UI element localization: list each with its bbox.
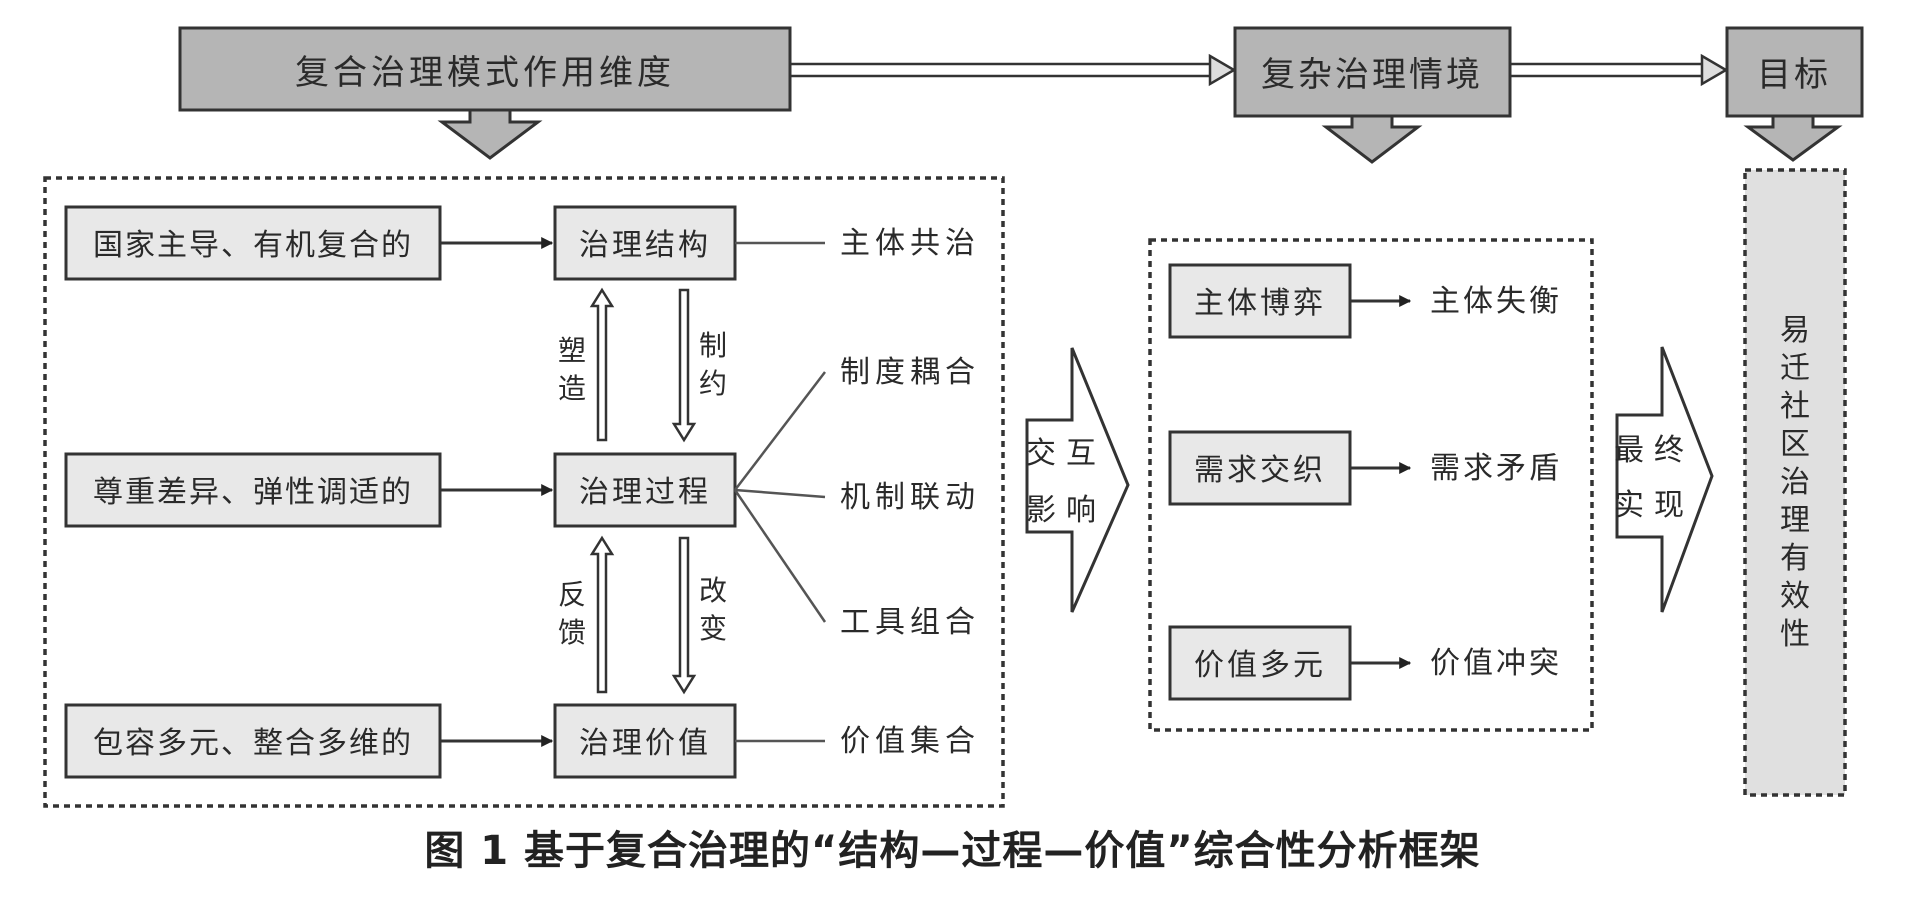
header-arrow-2 xyxy=(1510,53,1729,87)
goal-char: 社 xyxy=(1780,389,1810,424)
up-arrow-shape xyxy=(589,287,615,442)
situation-box-value-plural-label: 价值多元 xyxy=(1194,648,1326,683)
situation-box-subject-game-label: 主体博弈 xyxy=(1194,286,1326,321)
situation-box-subject-game: 主体博弈 xyxy=(1168,263,1352,339)
dimension-header-label: 复合治理模式作用维度 xyxy=(295,53,675,93)
situation-header-label: 复杂治理情境 xyxy=(1261,55,1483,95)
interaction-char-2: 影响 xyxy=(1026,493,1106,528)
goal-char: 易 xyxy=(1780,313,1810,348)
goal-header-label: 目标 xyxy=(1757,55,1831,95)
situation-header: 复杂治理情境 xyxy=(1233,26,1512,118)
final-char-1: 最终 xyxy=(1614,433,1694,468)
down-arrow-restrict xyxy=(671,288,697,443)
down-arrow-goal xyxy=(1743,114,1843,162)
input-value-label: 包容多元、整合多维的 xyxy=(93,726,413,761)
result-demand-contradiction: 需求矛盾 xyxy=(1430,451,1562,486)
down-arrow-situation xyxy=(1321,114,1423,164)
label-restrict-2: 约 xyxy=(699,367,727,400)
core-process-label: 治理过程 xyxy=(579,475,711,510)
interaction-arrow: 交互 影响 xyxy=(1025,347,1130,613)
goal-char: 效 xyxy=(1780,579,1810,614)
down-arrow-change xyxy=(671,536,697,695)
out-institution-coupling: 制度耦合 xyxy=(840,355,980,390)
core-box-process: 治理过程 xyxy=(553,452,737,528)
dimension-dashed-frame xyxy=(43,176,1005,808)
goal-char: 治 xyxy=(1780,465,1810,500)
core-structure-label: 治理结构 xyxy=(579,228,711,263)
label-feedback-1: 反 xyxy=(558,578,586,611)
out-subject-co-governance: 主体共治 xyxy=(840,226,980,261)
goal-header: 目标 xyxy=(1725,26,1864,118)
down-arrow-dimension xyxy=(437,108,543,160)
situation-box-demand-interweave-label: 需求交织 xyxy=(1194,453,1326,488)
input-box-process: 尊重差异、弹性调适的 xyxy=(64,452,442,528)
goal-vertical-text: 易 迁 社 区 治 理 有 效 性 xyxy=(1780,313,1810,652)
goal-char: 区 xyxy=(1780,427,1810,462)
core-value-label: 治理价值 xyxy=(579,726,711,761)
out-tool-combination: 工具组合 xyxy=(840,605,980,640)
final-arrow: 最终 实现 xyxy=(1614,346,1714,613)
line-process-out-2 xyxy=(734,488,826,499)
label-restrict-1: 制 xyxy=(699,329,727,362)
up-arrow-feedback xyxy=(589,535,615,694)
line-process-out-1 xyxy=(734,371,826,491)
situation-box-demand-interweave: 需求交织 xyxy=(1168,430,1352,506)
final-char-2: 实现 xyxy=(1614,488,1694,523)
situation-dashed-frame xyxy=(1148,238,1594,732)
goal-char: 理 xyxy=(1780,503,1810,538)
result-value-conflict: 价值冲突 xyxy=(1430,646,1562,681)
label-change-1: 改 xyxy=(699,574,727,607)
interaction-char-1: 交互 xyxy=(1026,436,1106,471)
header-arrow-1 xyxy=(790,53,1237,87)
core-box-value: 治理价值 xyxy=(553,703,737,779)
line-process-out-3 xyxy=(733,489,827,623)
label-shape-1: 塑 xyxy=(558,334,586,367)
input-structure-label: 国家主导、有机复合的 xyxy=(93,228,413,263)
label-feedback-2: 馈 xyxy=(558,616,586,649)
core-box-structure: 治理结构 xyxy=(553,205,737,281)
goal-dashed-box xyxy=(1743,168,1847,797)
out-mechanism-linkage: 机制联动 xyxy=(840,480,980,515)
situation-box-value-plural: 价值多元 xyxy=(1168,625,1352,701)
dimension-header: 复合治理模式作用维度 xyxy=(178,26,792,112)
input-process-label: 尊重差异、弹性调适的 xyxy=(93,475,413,510)
goal-char: 有 xyxy=(1780,541,1810,576)
result-subject-imbalance: 主体失衡 xyxy=(1430,284,1562,319)
input-box-value: 包容多元、整合多维的 xyxy=(64,703,442,779)
goal-char: 性 xyxy=(1780,617,1810,652)
label-change-2: 变 xyxy=(699,612,727,645)
label-shape-2: 造 xyxy=(558,372,586,405)
input-box-structure: 国家主导、有机复合的 xyxy=(64,205,442,281)
goal-char: 迁 xyxy=(1780,351,1810,386)
figure-caption: 图 1 基于复合治理的“结构—过程—价值”综合性分析框架 xyxy=(424,828,1481,874)
out-value-aggregation: 价值集合 xyxy=(840,724,980,759)
